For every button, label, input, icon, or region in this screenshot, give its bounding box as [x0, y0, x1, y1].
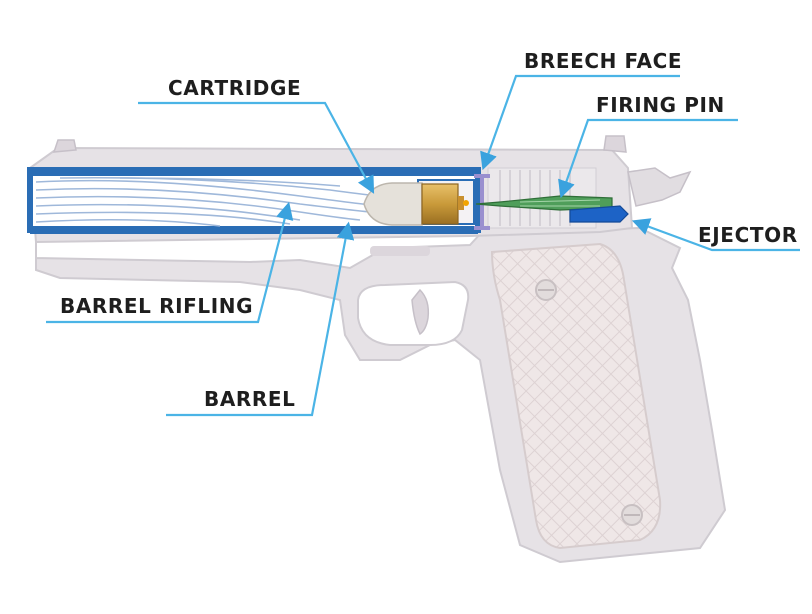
callout-line-ejector	[631, 218, 800, 252]
primer-spark	[463, 200, 469, 206]
label-firing-pin: FIRING PIN	[596, 93, 725, 117]
cartridge-case	[421, 183, 459, 225]
callout-line-cartridge	[138, 101, 375, 194]
slide-stop	[370, 246, 430, 256]
callout-line-breech-face	[480, 74, 680, 171]
barrel-bottom-strip	[30, 226, 478, 234]
hammer	[627, 167, 692, 207]
label-ejector: EJECTOR	[698, 223, 798, 247]
grip-panel	[490, 242, 662, 550]
label-cartridge: CARTRIDGE	[168, 76, 301, 100]
firing-pin	[475, 195, 613, 211]
cartridge	[363, 182, 469, 226]
primer	[458, 196, 464, 210]
trigger	[411, 288, 430, 336]
callout-line-barrel-rifling	[46, 201, 294, 324]
breech-face	[474, 174, 490, 230]
label-barrel: BARREL	[204, 387, 296, 411]
barrel-top-strip	[30, 168, 478, 176]
label-barrel-rifling: BARREL RIFLING	[60, 294, 253, 318]
callout-line-firing-pin	[558, 118, 738, 199]
callout-line-barrel	[166, 221, 355, 417]
callouts	[46, 74, 800, 417]
label-breech-face: BREECH FACE	[524, 49, 682, 73]
ejector	[569, 205, 629, 223]
rifling-grooves	[35, 176, 381, 227]
rear-sight	[603, 135, 627, 153]
front-sight	[52, 139, 77, 153]
